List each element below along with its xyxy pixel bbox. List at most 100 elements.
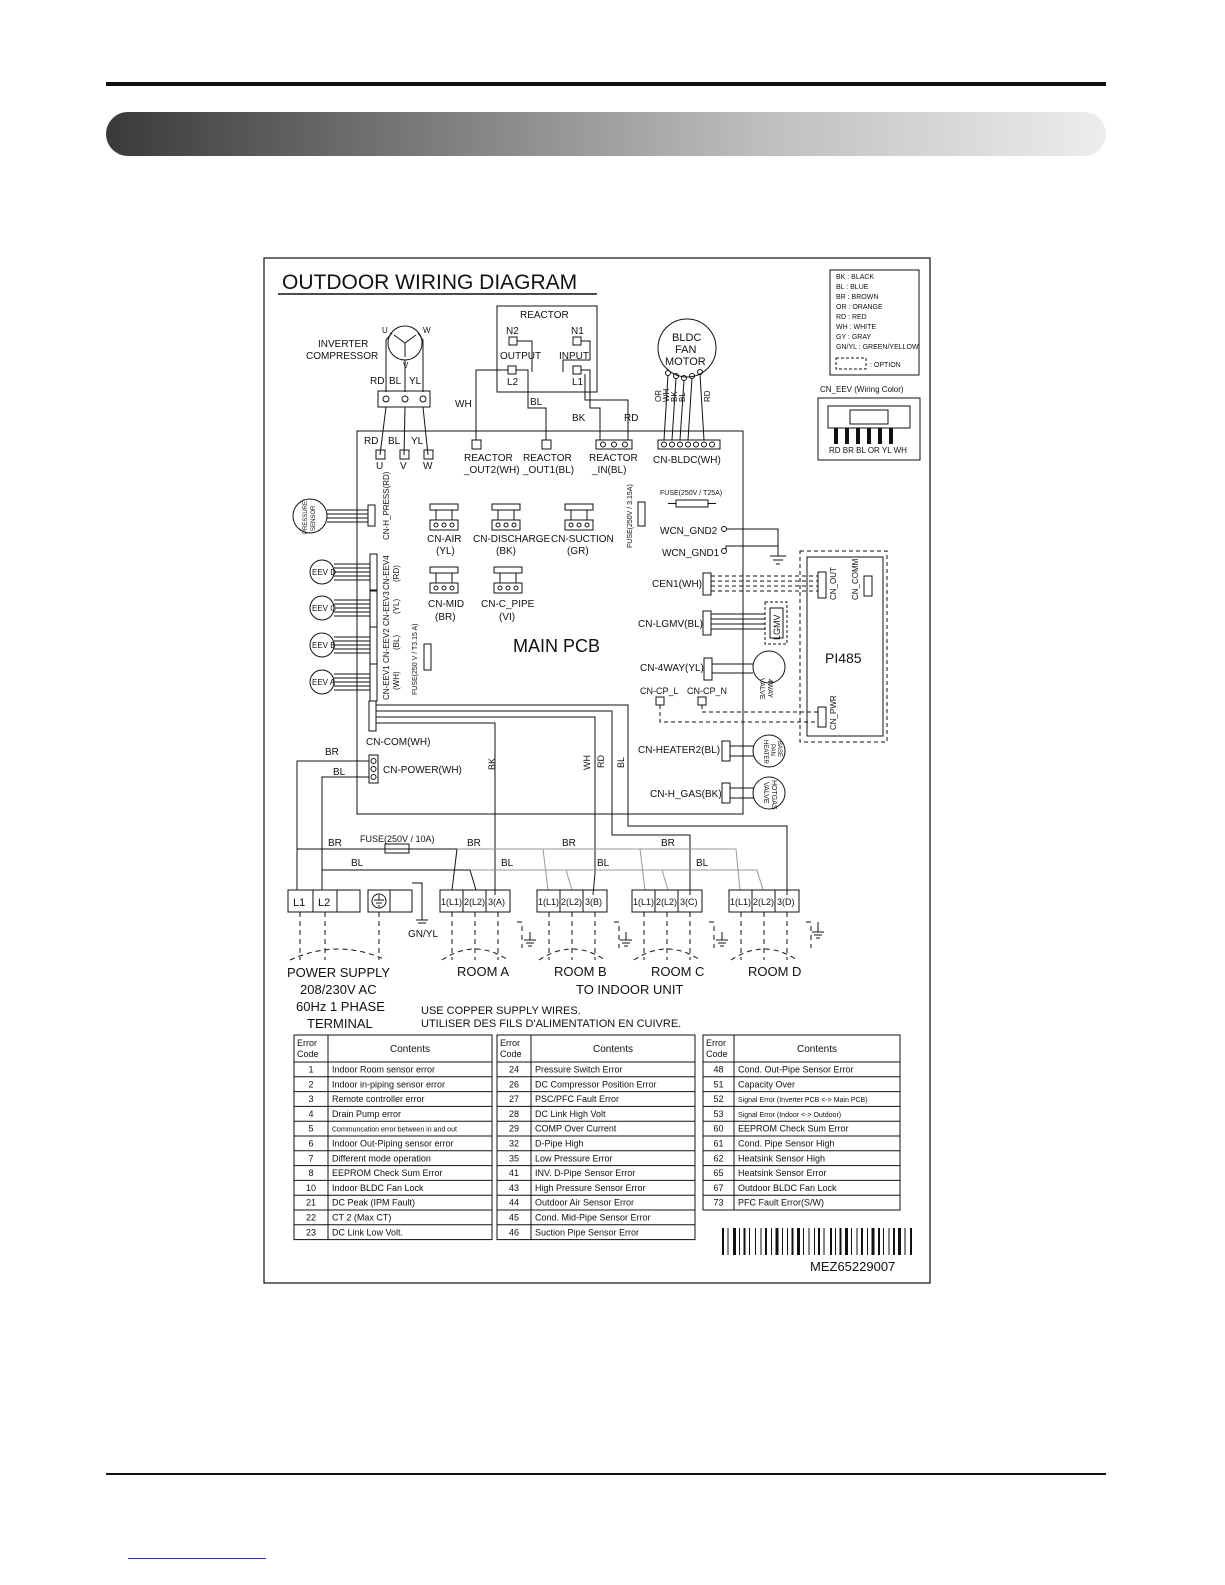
barcode-bar — [871, 1228, 875, 1255]
barcode-bar — [749, 1228, 750, 1255]
sensor-label: CN-SUCTION — [551, 534, 614, 545]
fan-motor-label: FAN — [675, 344, 696, 356]
barcode-bar — [851, 1228, 852, 1255]
eev-valve-label: EEV C — [312, 604, 336, 613]
error-code: 73 — [713, 1198, 723, 1208]
room-terminal: 3(A) — [488, 897, 505, 907]
error-code: 26 — [509, 1079, 519, 1089]
comp-wire-bl: BL — [389, 376, 402, 387]
hotgas-label: VALVE — [762, 782, 769, 804]
barcode-bar — [755, 1228, 756, 1255]
base-pan-heater — [752, 734, 786, 768]
cn-power-label: CN-POWER(WH) — [383, 765, 462, 776]
legend-item: OR : ORANGE — [836, 304, 883, 311]
room-label: ROOM D — [748, 964, 801, 979]
error-code: 21 — [306, 1198, 316, 1208]
error-code: 22 — [306, 1213, 316, 1223]
fan-wire-label: WH — [662, 388, 671, 402]
uvw-wire: BL — [388, 436, 401, 447]
error-description: Indoor Room sensor error — [332, 1065, 435, 1075]
error-contents-header: Contents — [390, 1044, 430, 1055]
barcode-bar — [910, 1228, 912, 1255]
barcode-bar — [867, 1228, 868, 1255]
fuse-left-label: FUSE(250 V / T3.15 A) — [412, 624, 419, 695]
error-code: 61 — [713, 1139, 723, 1149]
compressor-u: U — [382, 326, 388, 335]
room-b-terminals: 1(L1) 2(L2) 3(B) — [536, 889, 608, 913]
fan-motor-label: BLDC — [672, 332, 701, 344]
barcode-bar — [856, 1228, 858, 1255]
legend-option: : OPTION — [870, 362, 901, 369]
barcode-bar — [830, 1228, 832, 1255]
main-pcb-title: MAIN PCB — [513, 636, 600, 656]
legend-item: GN/YL : GREEN/YELLOW — [836, 344, 919, 351]
pressure-sensor — [292, 498, 328, 534]
vert-wire-rd: RD — [596, 755, 606, 768]
error-code: 53 — [713, 1109, 723, 1119]
error-code: 60 — [713, 1124, 723, 1134]
compressor-w: W — [423, 326, 431, 335]
uvw-wire: RD — [364, 436, 378, 447]
reactor-title: REACTOR — [520, 310, 569, 321]
footer-link-underline[interactable] — [128, 1558, 266, 1559]
error-description: EEPROM Check Sum Error — [738, 1124, 849, 1134]
ground-icon — [371, 893, 387, 909]
diagram-title: OUTDOOR WIRING DIAGRAM — [282, 271, 577, 294]
pi485-cn-comm: CN_COMM — [851, 558, 860, 600]
room-terminal: 2(L2) — [561, 897, 582, 907]
cn-eev-title: CN_EEV (Wiring Color) — [820, 385, 904, 394]
cn-eev-colors: RD BR BL OR YL WH — [829, 446, 907, 455]
error-description: Remote controller error — [332, 1094, 425, 1104]
error-code: 10 — [306, 1183, 316, 1193]
four-way-label: VALVE — [758, 678, 765, 700]
main-pcb-board — [356, 430, 744, 815]
eev-a: EEV A CN-EEV1 (WH) — [309, 663, 401, 702]
compressor-v: V — [403, 361, 409, 370]
error-code: 32 — [509, 1139, 519, 1149]
wire-reactor-wh — [475, 369, 508, 440]
reactor-out1-label: REACTOR — [523, 453, 572, 464]
cn-bldc-label: CN-BLDC(WH) — [653, 455, 721, 466]
error-code: 41 — [509, 1168, 519, 1178]
barcode-bar — [782, 1228, 783, 1255]
legend-item: WH : WHITE — [836, 324, 876, 331]
hotgas-label: HOTGAS — [770, 780, 777, 810]
error-code-header: Error — [706, 1038, 726, 1048]
barcode-bar — [791, 1228, 794, 1255]
wire-label-bl-power: BL — [333, 767, 346, 778]
reactor-n1: N1 — [571, 326, 584, 337]
fan-wire-label: RD — [703, 390, 712, 402]
error-contents-header: Contents — [593, 1044, 633, 1055]
pi485-cn-out: CN_OUT — [829, 567, 838, 600]
barcode-bar — [878, 1228, 880, 1255]
cn-lgmv-label: CN-LGMV(BL) — [638, 619, 703, 630]
error-code: 3 — [308, 1094, 313, 1104]
barcode-bar — [904, 1228, 906, 1255]
error-code: 27 — [509, 1094, 519, 1104]
power-terminal-block: L1 L2 GN/YL — [287, 882, 438, 940]
error-code: 2 — [308, 1079, 313, 1089]
room-a-terminals: 1(L1) 2(L2) 3(A) — [439, 889, 511, 913]
error-code: 23 — [306, 1227, 316, 1237]
fan-motor-label: MOTOR — [665, 356, 706, 368]
inverter-compressor: INVERTER COMPRESSOR U W V RD BL YL — [306, 325, 431, 456]
bottom-rule — [106, 1473, 1106, 1475]
wire-label-wh: WH — [455, 399, 472, 410]
compressor-label: COMPRESSOR — [306, 351, 378, 362]
barcode-bar — [893, 1228, 895, 1255]
wire-label-bl-bus: BL — [501, 858, 514, 869]
power-supply-label: POWER SUPPLY — [287, 965, 390, 980]
error-description: Drain Pump error — [332, 1109, 401, 1119]
room-terminal: 1(L1) — [730, 897, 751, 907]
wire-label-bl-bus: BL — [351, 858, 364, 869]
eev-d: EEV D CN-EEV4 (RD) — [309, 553, 401, 592]
room-terminal: 2(L2) — [656, 897, 677, 907]
reactor-out2-label: REACTOR — [464, 453, 513, 464]
barcode-bar — [814, 1228, 815, 1255]
error-code: 4 — [308, 1109, 313, 1119]
error-code-header: Error — [297, 1038, 317, 1048]
error-code: 62 — [713, 1153, 723, 1163]
copper-note: UTILISER DES FILS D'ALIMENTATION EN CUIV… — [421, 1018, 681, 1030]
reactor-out1-label: _OUT1(BL) — [522, 465, 574, 476]
